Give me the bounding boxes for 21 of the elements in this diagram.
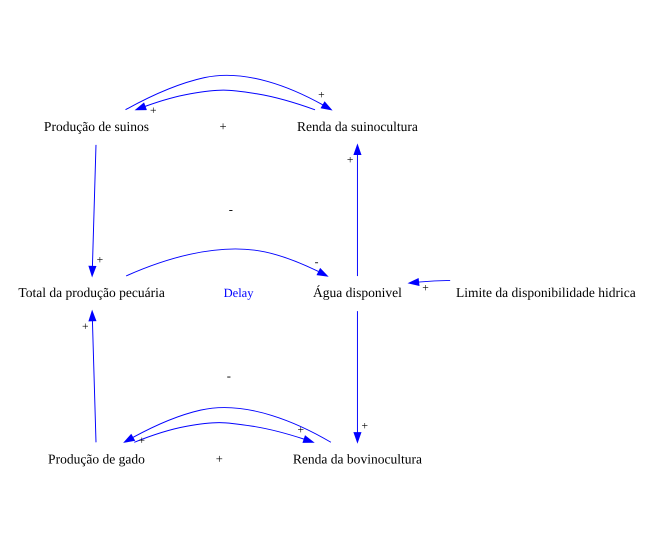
label: + [216,452,223,466]
node-text: Produção de gado [48,450,145,466]
node-text: Renda da suinocultura [297,118,418,134]
label: - [228,202,233,216]
edge-label: + [362,419,368,432]
node-text: Renda da bovinocultura [292,450,422,466]
label: Delay [224,285,254,300]
edge-label: + [346,153,354,166]
edge-label: + [318,88,325,102]
node-text: Total da produção pecuária [18,284,165,300]
label: + [220,119,227,134]
label: - [226,368,231,382]
edge-label: + [150,104,157,117]
node-text: Produção de suinos [44,118,150,134]
edge-label: + [422,281,429,294]
node-text: Limite da disponibilidade hidrica [456,284,636,300]
node-text: Água disponivel [312,284,402,300]
edge-label: - [314,254,319,268]
edge-label: + [96,253,104,266]
edge-label: + [297,422,304,436]
edge-label: + [82,320,89,333]
